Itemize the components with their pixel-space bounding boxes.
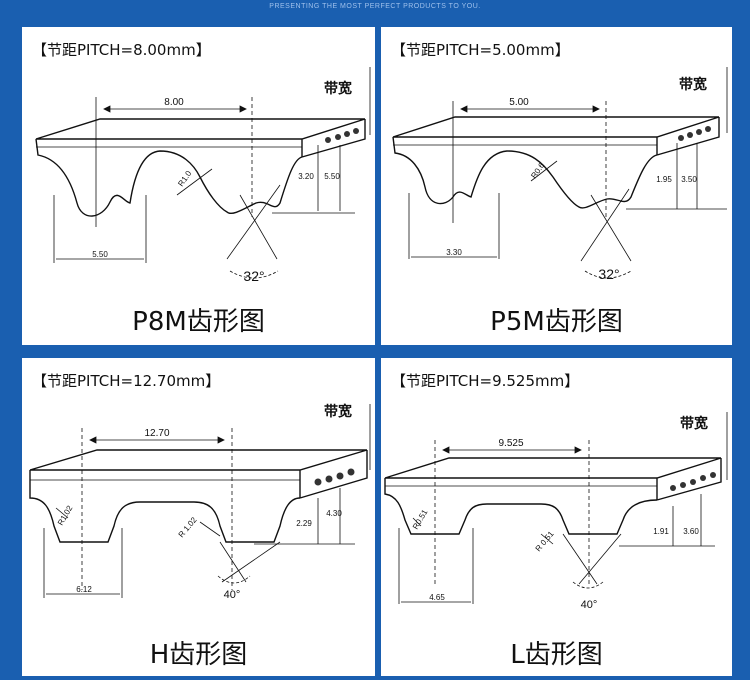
h-caption: H齿形图 xyxy=(149,640,248,670)
h-pitch-title: 【节距PITCH=12.70mm】 xyxy=(32,372,221,390)
l-total-height-label: 3.60 xyxy=(683,527,699,536)
l-radius-right-label: R 0.51 xyxy=(534,529,556,553)
p8m-profile-diagram: 8.00 5.50 3.20 5.50 R1.0 32° 带宽 xyxy=(35,67,371,284)
p8m-pitch-title: 【节距PITCH=8.00mm】 xyxy=(32,41,211,59)
panel-l: 9.525 4.65 1.91 3.60 R0.51 R 0.51 40° 带宽… xyxy=(381,358,732,676)
p8m-tooth-width-label: 5.50 xyxy=(92,250,108,259)
l-width-label: 带宽 xyxy=(680,415,708,432)
l-tooth-width-label: 4.65 xyxy=(429,593,445,602)
p5m-total-height-label: 3.50 xyxy=(681,175,697,184)
p5m-profile-diagram: 5.00 3.30 1.95 3.50 R0.6 32° 带宽 xyxy=(392,67,728,282)
p8m-pitch-label: 8.00 xyxy=(164,97,184,108)
panel-h: 12.70 6.12 2.29 4.30 R1.02 R 1.02 40° 带宽… xyxy=(22,358,375,676)
h-tooth-width-label: 6.12 xyxy=(76,585,92,594)
h-profile-diagram: 12.70 6.12 2.29 4.30 R1.02 R 1.02 40° 带宽 xyxy=(29,403,371,601)
p8m-total-height-label: 5.50 xyxy=(324,172,340,181)
top-banner: PRESENTING THE MOST PERFECT PRODUCTS TO … xyxy=(0,0,750,22)
l-tooth-height-label: 1.91 xyxy=(653,527,669,536)
h-total-height-label: 4.30 xyxy=(326,509,342,518)
l-profile-diagram: 9.525 4.65 1.91 3.60 R0.51 R 0.51 40° 带宽 xyxy=(384,412,728,611)
p5m-tooth-height-label: 1.95 xyxy=(656,175,672,184)
h-width-label: 带宽 xyxy=(324,403,352,420)
h-tooth-height-label: 2.29 xyxy=(296,519,312,528)
p5m-tooth-width-label: 3.30 xyxy=(446,248,462,257)
p8m-radius-label: R1.0 xyxy=(176,169,193,188)
p5m-pitch-title: 【节距PITCH=5.00mm】 xyxy=(391,41,570,59)
p5m-width-label: 带宽 xyxy=(679,76,707,93)
l-pitch-label: 9.525 xyxy=(498,438,523,449)
p8m-angle-label: 32° xyxy=(243,268,264,284)
p8m-caption: P8M齿形图 xyxy=(132,307,265,337)
l-caption: L齿形图 xyxy=(510,640,603,670)
banner-text: PRESENTING THE MOST PERFECT PRODUCTS TO … xyxy=(269,3,481,10)
h-pitch-label: 12.70 xyxy=(144,428,169,439)
h-radius-left-label: R1.02 xyxy=(56,504,75,527)
p8m-tooth-height-label: 3.20 xyxy=(298,172,314,181)
p5m-caption: P5M齿形图 xyxy=(490,307,623,337)
l-pitch-title: 【节距PITCH=9.525mm】 xyxy=(391,372,580,390)
p8m-width-label: 带宽 xyxy=(324,80,352,97)
panel-p8m: 8.00 5.50 3.20 5.50 R1.0 32° 带宽 【节距PITCH… xyxy=(22,27,375,345)
h-radius-right-label: R 1.02 xyxy=(177,515,199,539)
p5m-pitch-label: 5.00 xyxy=(509,97,529,108)
panel-p5m: 5.00 3.30 1.95 3.50 R0.6 32° 带宽 【节距PITCH… xyxy=(381,27,732,345)
l-angle-label: 40° xyxy=(581,599,598,611)
p5m-angle-label: 32° xyxy=(598,266,619,282)
h-angle-label: 40° xyxy=(224,589,241,601)
p5m-radius-label: R0.6 xyxy=(529,161,546,180)
